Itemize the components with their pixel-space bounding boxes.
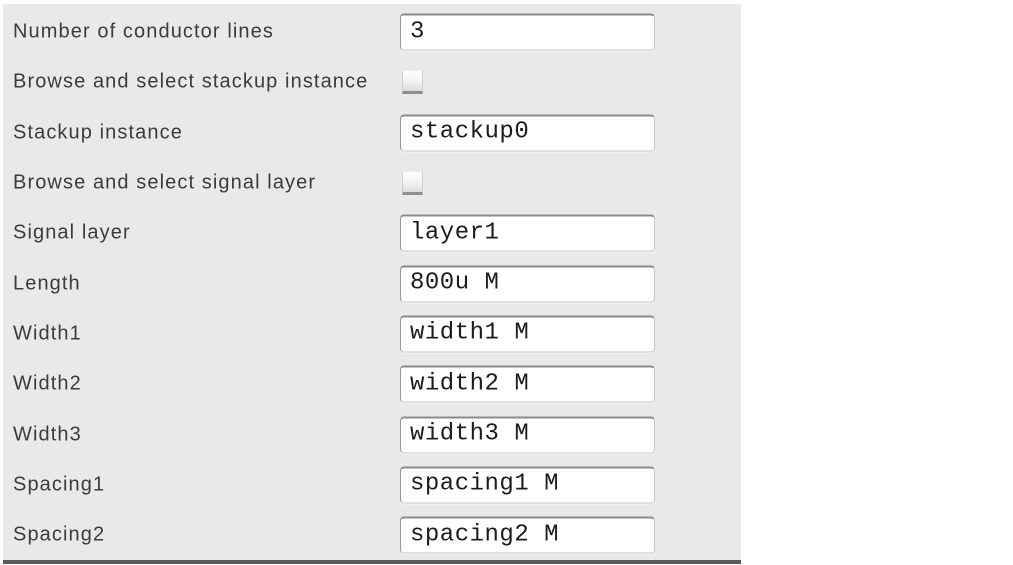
number-of-conductor-lines-input[interactable] bbox=[400, 13, 655, 51]
signal-layer-label: Signal layer bbox=[13, 221, 131, 244]
length-input[interactable] bbox=[400, 265, 655, 303]
width2-label: Width2 bbox=[13, 372, 82, 395]
spacing1-input[interactable] bbox=[400, 466, 655, 504]
length-label: Length bbox=[13, 272, 81, 295]
form-row-spacing1: Spacing1 bbox=[3, 460, 741, 510]
signal-layer-input[interactable] bbox=[400, 214, 655, 252]
width2-input[interactable] bbox=[400, 365, 655, 403]
width3-input[interactable] bbox=[400, 416, 655, 454]
number-of-conductor-lines-label: Number of conductor lines bbox=[13, 20, 274, 43]
form-row-length: Length bbox=[3, 258, 741, 308]
browse-and-select-stackup-instance-label: Browse and select stackup instance bbox=[13, 70, 369, 93]
browse-and-select-stackup-instance-checkbox[interactable] bbox=[402, 70, 423, 95]
form-row-width3: Width3 bbox=[3, 409, 741, 459]
stackup-instance-label: Stackup instance bbox=[13, 121, 183, 144]
stackup-instance-input[interactable] bbox=[400, 114, 655, 152]
spacing2-label: Spacing2 bbox=[13, 523, 106, 546]
form-row-signal-layer: Signal layer bbox=[3, 208, 741, 258]
form-row-number-of-conductor-lines: Number of conductor lines bbox=[3, 7, 741, 57]
spacing1-label: Spacing1 bbox=[13, 473, 106, 496]
browse-and-select-signal-layer-label: Browse and select signal layer bbox=[13, 171, 317, 194]
form-row-spacing2: Spacing2 bbox=[3, 510, 741, 560]
form-row-stackup-instance: Stackup instance bbox=[3, 108, 741, 158]
spacing2-input[interactable] bbox=[400, 516, 655, 554]
form-row-browse-and-select-stackup-instance: Browse and select stackup instance bbox=[3, 57, 741, 107]
browse-and-select-signal-layer-checkbox[interactable] bbox=[402, 171, 423, 196]
width1-label: Width1 bbox=[13, 322, 82, 345]
form-row-width1: Width1 bbox=[3, 309, 741, 359]
form-row-browse-and-select-signal-layer: Browse and select signal layer bbox=[3, 158, 741, 208]
width1-input[interactable] bbox=[400, 315, 655, 353]
width3-label: Width3 bbox=[13, 423, 82, 446]
form-row-width2: Width2 bbox=[3, 359, 741, 409]
parameter-form-panel: Number of conductor lines Browse and sel… bbox=[3, 4, 741, 564]
